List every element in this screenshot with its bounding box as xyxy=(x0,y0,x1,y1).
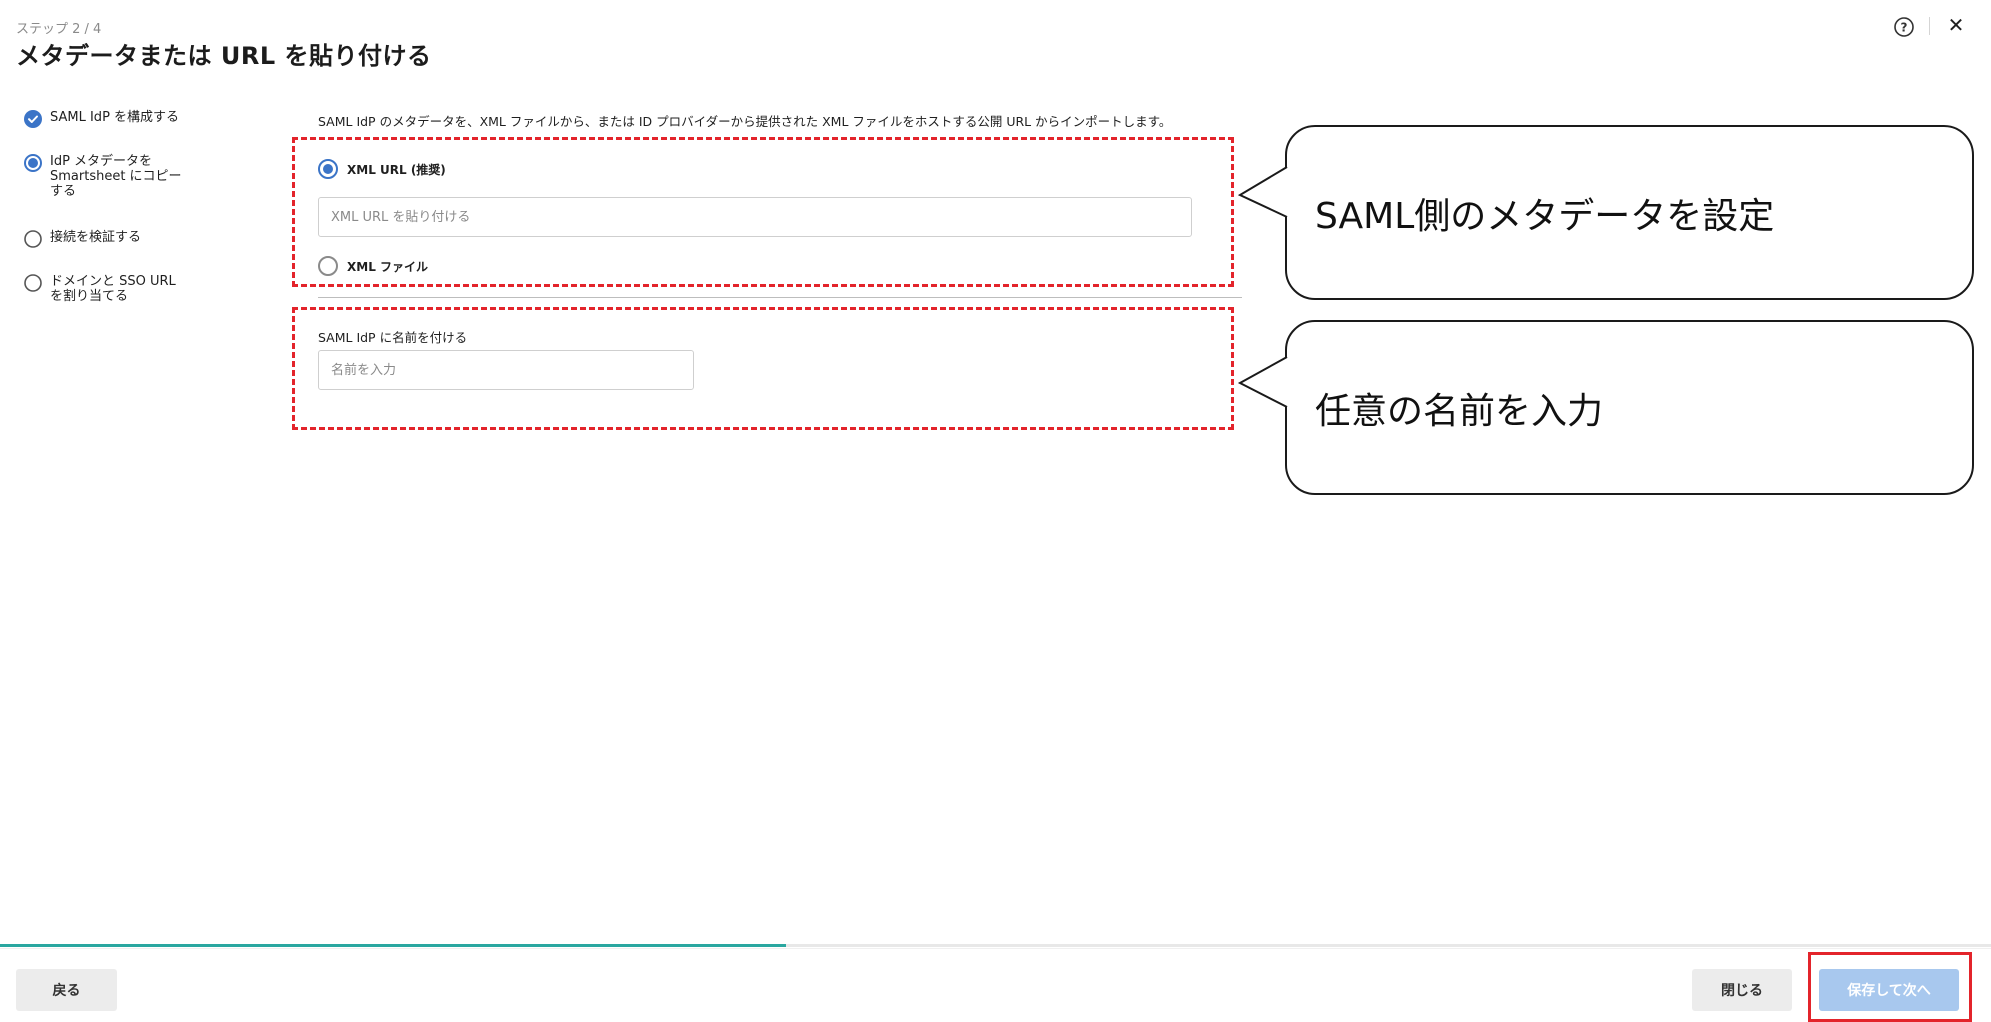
highlight-box-name xyxy=(292,307,1234,430)
check-circle-icon xyxy=(24,110,42,128)
sidebar-item-assign-domain[interactable]: ドメインと SSO URL を割り当てる xyxy=(24,274,190,304)
help-icon[interactable]: ? xyxy=(1892,15,1916,39)
xml-url-label: XML URL (推奨) xyxy=(347,163,446,177)
callout-metadata: SAML側のメタデータを設定 xyxy=(1285,125,1974,300)
xml-url-input[interactable] xyxy=(318,197,1192,237)
callout-pointer xyxy=(1237,166,1289,218)
xml-url-radio[interactable] xyxy=(318,159,338,179)
progress-track xyxy=(0,944,1991,947)
radio-empty-icon xyxy=(24,230,42,248)
close-button[interactable]: 閉じる xyxy=(1692,969,1792,1011)
progress-bar xyxy=(0,944,787,947)
sidebar-item-copy-metadata[interactable]: IdP メタデータを Smartsheet にコピーする xyxy=(24,154,190,199)
radio-filled-icon xyxy=(24,154,42,172)
idp-name-input[interactable] xyxy=(318,350,694,390)
idp-name-label: SAML IdP に名前を付ける xyxy=(318,330,468,345)
step-indicator: ステップ 2 / 4 xyxy=(16,22,102,37)
xml-file-label: XML ファイル xyxy=(347,260,429,274)
sidebar-item-label: SAML IdP を構成する xyxy=(50,110,180,125)
callout-pointer xyxy=(1237,356,1289,408)
sidebar-item-verify-connection[interactable]: 接続を検証する xyxy=(24,230,200,248)
svg-text:?: ? xyxy=(1901,21,1908,35)
sidebar-item-label: ドメインと SSO URL を割り当てる xyxy=(50,274,176,304)
callout-text: SAML側のメタデータを設定 xyxy=(1315,195,1775,237)
save-next-button[interactable]: 保存して次へ xyxy=(1819,969,1959,1011)
sidebar-item-label: IdP メタデータを Smartsheet にコピーする xyxy=(50,154,182,199)
section-divider xyxy=(318,297,1242,298)
highlight-box-save xyxy=(1808,952,1972,1022)
intro-text: SAML IdP のメタデータを、XML ファイルから、または ID プロバイダ… xyxy=(318,114,1172,129)
close-icon[interactable]: ✕ xyxy=(1947,13,1965,37)
radio-empty-icon xyxy=(24,274,42,292)
footer-divider xyxy=(0,948,1991,949)
callout-text: 任意の名前を入力 xyxy=(1315,390,1604,432)
back-button[interactable]: 戻る xyxy=(16,969,117,1011)
header-divider xyxy=(1929,17,1930,35)
sidebar-item-configure-idp[interactable]: SAML IdP を構成する xyxy=(24,110,200,128)
page-title: メタデータまたは URL を貼り付ける xyxy=(16,42,432,70)
xml-file-radio[interactable] xyxy=(318,256,338,276)
sidebar-item-label: 接続を検証する xyxy=(50,230,142,245)
callout-name: 任意の名前を入力 xyxy=(1285,320,1974,495)
highlight-box-metadata xyxy=(292,137,1234,287)
